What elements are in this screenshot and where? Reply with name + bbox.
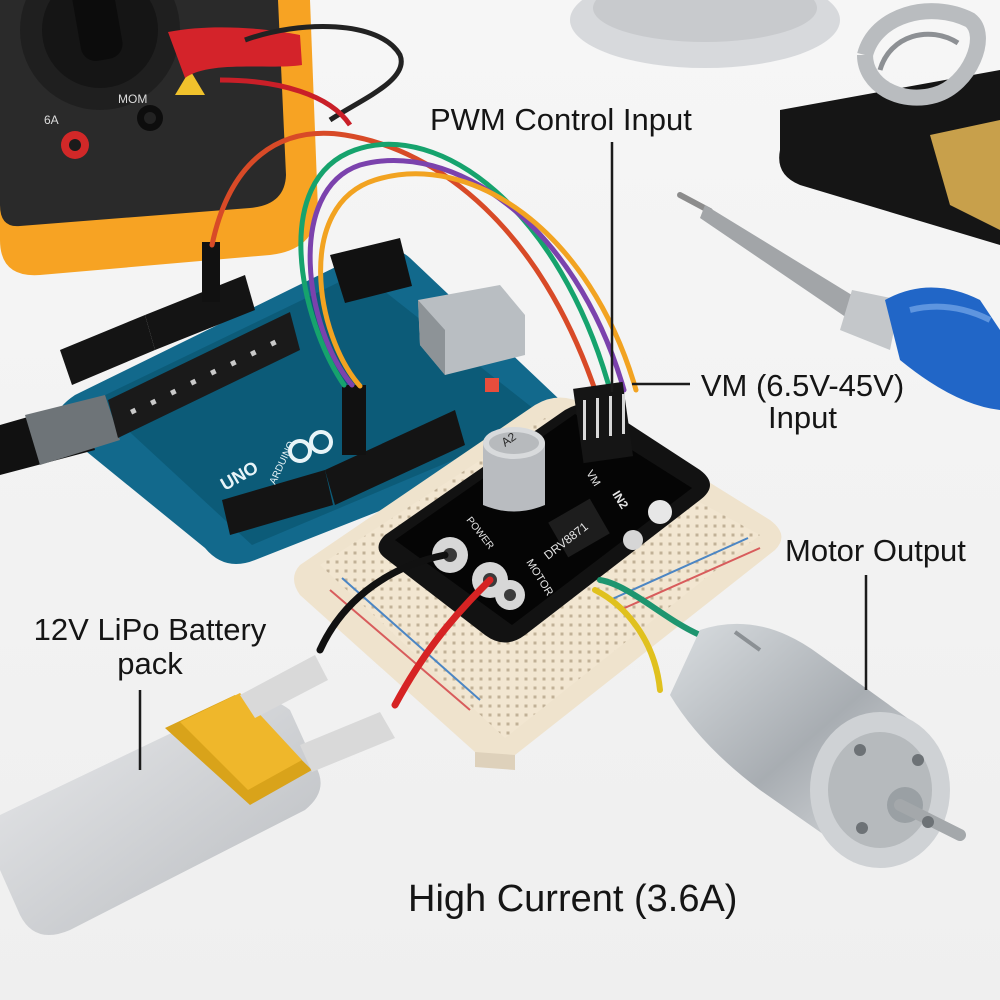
multimeter-label-mom: MOM	[118, 92, 147, 106]
motor-driver-module: DRV8871 MOTOR POWER IN2 VM	[378, 381, 710, 643]
battery-label-line1: 12V LiPo Battery	[33, 612, 267, 647]
multimeter-label-6a: 6A	[44, 113, 59, 127]
multimeter: 6A MOM	[0, 0, 404, 276]
vm-input-label-line2: Input	[768, 400, 837, 435]
lipo-battery	[0, 655, 395, 935]
soldering-stand	[779, 3, 1000, 245]
soldering-iron	[677, 192, 1000, 410]
bench-tool	[570, 0, 840, 68]
motor-output-label: Motor Output	[785, 533, 966, 568]
electrolytic-capacitor: A2	[483, 427, 545, 512]
power-and-motor-wires	[316, 551, 703, 709]
dc-gear-motor	[670, 623, 966, 868]
battery-label-line2: pack	[117, 646, 183, 681]
high-current-label: High Current (3.6A)	[408, 878, 738, 920]
jumper-wires	[209, 130, 639, 393]
pwm-control-input-label: PWM Control Input	[430, 102, 692, 137]
callout-lines	[138, 142, 868, 770]
vm-input-label-line1: VM (6.5V-45V)	[700, 368, 905, 403]
